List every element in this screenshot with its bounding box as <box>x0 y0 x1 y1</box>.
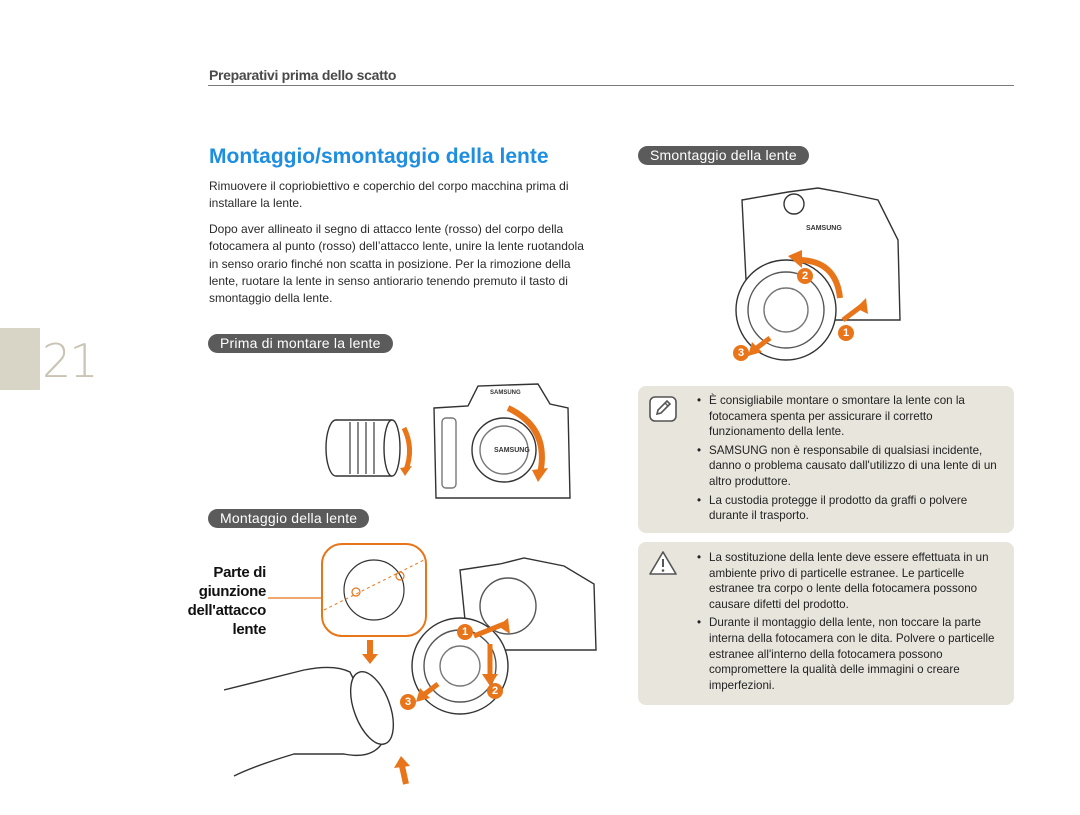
camera-lens-illustration <box>411 557 597 715</box>
junction-label-line: giunzione <box>198 583 267 600</box>
junction-label: Parte di giunzione dell'attacco lente <box>156 563 267 639</box>
section-pill-unmount: Smontaggio della lente <box>638 146 809 165</box>
note-item: La custodia protegge il prodotto da graf… <box>693 493 1003 524</box>
page-title: Montaggio/smontaggio della lente <box>209 145 549 168</box>
rotate-arrow-icon <box>401 426 412 471</box>
mount-detail-inset <box>321 543 427 637</box>
lens-illustration <box>325 419 401 477</box>
caution-item: La sostituzione della lente deve essere … <box>693 550 1005 612</box>
section-pill-before-mount: Prima di montare la lente <box>208 334 393 353</box>
step-1-badge: 1 <box>838 325 854 341</box>
caution-item: Durante il montaggio della lente, non to… <box>693 615 1005 693</box>
step-2-badge: 2 <box>487 683 503 699</box>
rotate-arrow-icon <box>506 405 545 475</box>
note-item: È consigliabile montare o smontare la le… <box>693 393 1003 440</box>
junction-label-line: dell'attacco <box>187 602 267 619</box>
note-list: È consigliabile montare o smontare la le… <box>693 393 1003 527</box>
unmount-illustration: SAMSUNG <box>735 187 901 361</box>
note-item: SAMSUNG non è responsabile di qualsiasi … <box>693 443 1003 490</box>
up-arrow-icon <box>399 765 409 785</box>
step-2-badge: 2 <box>797 268 813 284</box>
instructions-paragraph: Dopo aver allineato il segno di attacco … <box>209 222 584 306</box>
before-mount-illustration: SAMSUNG SAMSUNG <box>325 383 571 499</box>
warning-triangle-icon <box>649 551 677 575</box>
step-3-badge: 3 <box>733 345 749 361</box>
camera-body-illustration <box>433 383 571 499</box>
rotate-ccw-arrow-icon <box>797 257 843 299</box>
hand-cap-illustration <box>224 666 395 777</box>
step-1-badge: 1 <box>457 624 473 640</box>
mount-illustration <box>224 543 597 785</box>
pencil-note-icon <box>649 396 677 422</box>
section-header: Preparativi prima dello scatto <box>209 67 397 83</box>
step-3-badge: 3 <box>400 694 416 710</box>
junction-label-line: lente <box>232 621 266 638</box>
page-number: 21 <box>42 334 99 388</box>
camera-illustration <box>735 187 901 361</box>
caution-box: La sostituzione della lente deve essere … <box>638 542 1014 705</box>
brand-label: SAMSUNG <box>806 225 842 232</box>
section-pill-mount: Montaggio della lente <box>208 509 370 528</box>
intro-paragraph: Rimuovere il copriobiettivo e coperchio … <box>209 179 569 211</box>
brand-label: SAMSUNG <box>494 447 530 454</box>
header-rule <box>208 85 1014 86</box>
note-box: È consigliabile montare o smontare la le… <box>638 386 1014 533</box>
brand-label-top: SAMSUNG <box>490 390 521 396</box>
caution-list: La sostituzione della lente deve essere … <box>693 550 1005 696</box>
junction-label-line: Parte di <box>213 564 266 581</box>
page-tab <box>0 328 40 390</box>
